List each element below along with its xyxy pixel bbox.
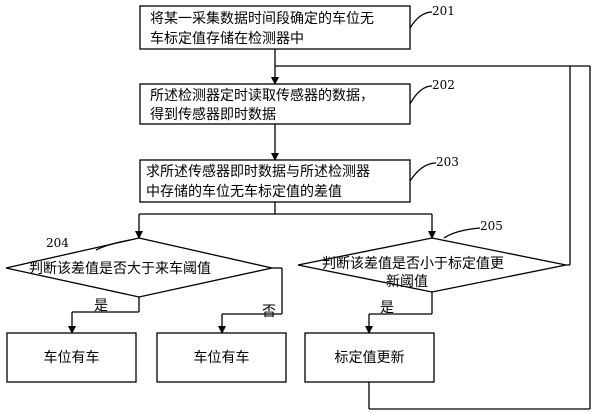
- outcome-left-yes: 车位有车: [6, 332, 137, 383]
- label-yes-205: 是: [380, 300, 394, 316]
- ref-204-leader: [95, 239, 131, 251]
- decision-204-text: 判断该差值是否大于来车阈值: [29, 260, 211, 277]
- step-201-box: [139, 5, 411, 50]
- decision-205-line-2: 新阈值: [386, 274, 428, 290]
- label-no-204: 否: [262, 304, 276, 320]
- ref-203-leader: [409, 162, 437, 182]
- step-202: 所述检测器定时读取传感器的数据， 得到传感器即时数据: [139, 83, 411, 125]
- ref-205-leader: [443, 227, 481, 239]
- decision-205: 判断该差值是否小于标定值更 新阈值: [297, 237, 567, 293]
- step-203-box: [139, 159, 411, 203]
- ref-202: 202: [432, 78, 455, 92]
- outcome-left-no-box: [156, 332, 287, 383]
- step-201-line-2: 车标定值存储在检测器中: [150, 30, 304, 47]
- outcome-left-no: 车位有车: [156, 332, 287, 383]
- step-203-line-1: 求所述传感器即时数据与所述检测器: [146, 163, 370, 180]
- outcome-left-yes-box: [6, 332, 137, 383]
- step-201: 将某一采集数据时间段确定的车位无 车标定值存储在检测器中: [139, 5, 411, 50]
- outcome-left-no-text: 车位有车: [194, 349, 250, 366]
- outcome-left-yes-text: 车位有车: [44, 349, 100, 366]
- outcome-update-text: 标定值更新: [335, 350, 405, 366]
- step-203-line-2: 中存储的车位无车标定值的差值: [146, 183, 342, 200]
- decision-205-line-1: 判断该差值是否小于标定值更: [322, 256, 504, 272]
- step-202-line-2: 得到传感器即时数据: [150, 106, 276, 123]
- outcome-update-box: [304, 332, 435, 383]
- label-yes-204: 是: [94, 298, 108, 314]
- ref-204: 204: [46, 236, 69, 250]
- ref-203: 203: [436, 155, 459, 169]
- step-203: 求所述传感器即时数据与所述检测器 中存储的车位无车标定值的差值: [139, 159, 411, 203]
- step-202-box: [139, 83, 411, 125]
- outcome-update: 标定值更新: [304, 332, 435, 383]
- step-202-line-1: 所述检测器定时读取传感器的数据，: [150, 87, 374, 104]
- ref-201-leader: [409, 11, 433, 29]
- ref-205: 205: [480, 219, 503, 233]
- ref-201: 201: [432, 4, 455, 18]
- step-201-line-1: 将某一采集数据时间段确定的车位无: [150, 10, 374, 27]
- ref-202-leader: [409, 85, 433, 105]
